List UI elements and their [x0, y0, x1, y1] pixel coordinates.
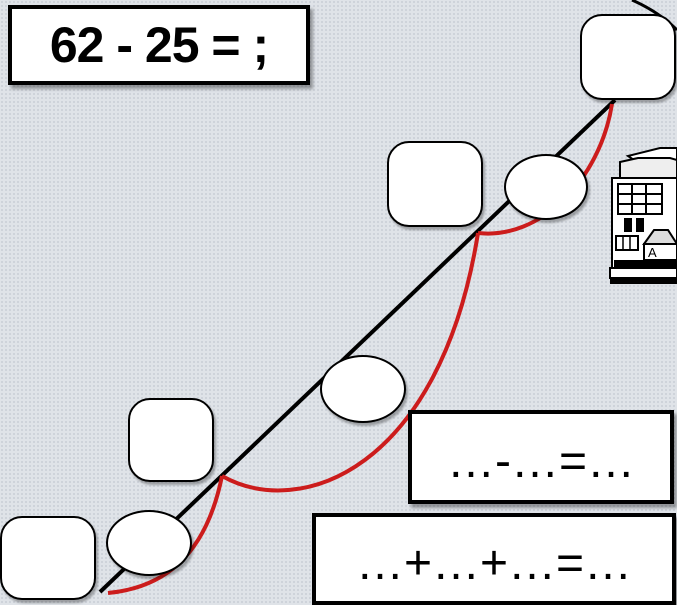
problem-text: 62 - 25 = ; [49, 17, 269, 73]
answer-box-start[interactable] [0, 516, 96, 600]
answer-box-lower[interactable] [128, 398, 214, 482]
answer-box-top[interactable] [580, 14, 676, 100]
subtraction-template-box[interactable]: …-…=… [408, 410, 674, 504]
jump-oval-3[interactable] [504, 154, 588, 220]
addition-template-box[interactable]: …+…+…=… [312, 513, 676, 605]
jump-oval-2[interactable] [320, 355, 406, 423]
addition-template-text: …+…+…=… [355, 536, 633, 590]
answer-box-upper[interactable] [387, 141, 483, 227]
problem-box: 62 - 25 = ; [8, 5, 310, 85]
school-building-icon: A [609, 147, 677, 284]
subtraction-template-text: …-…=… [446, 434, 635, 488]
svg-text:A: A [648, 245, 657, 260]
jump-arc-2 [221, 232, 480, 493]
jump-oval-1[interactable] [106, 510, 192, 576]
